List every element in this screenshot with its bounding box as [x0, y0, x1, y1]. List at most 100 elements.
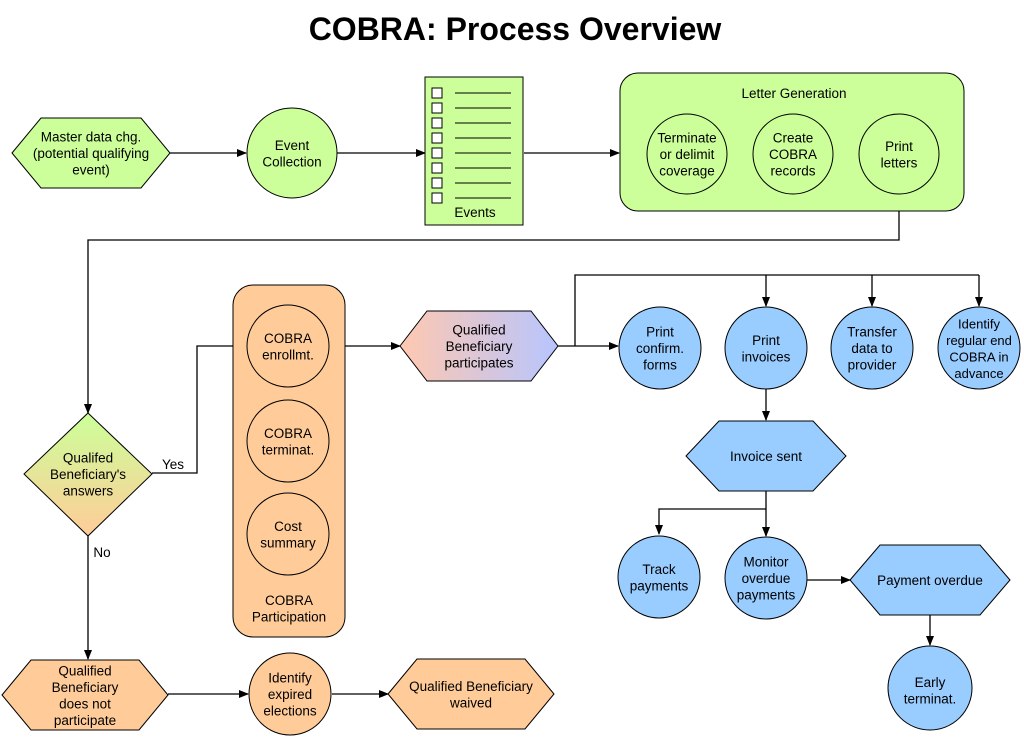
label-line: Terminate: [657, 131, 716, 146]
edge-branch-top: [574, 274, 979, 346]
label-line: letters: [881, 155, 918, 170]
page-title: COBRA: Process Overview: [309, 11, 722, 47]
label-line: elections: [263, 704, 317, 719]
label-line: payments: [737, 588, 796, 603]
label-line: Print: [885, 139, 913, 154]
label-line: Print: [646, 325, 674, 340]
label-line: Qualified Beneficiary: [409, 679, 533, 694]
label-line: Early: [915, 675, 946, 690]
label-line: (potential qualifying: [33, 146, 149, 161]
checkbox-icon: [431, 117, 443, 129]
yes-label: Yes: [162, 457, 184, 472]
cobra-enrollment-node: [246, 304, 330, 388]
cost-summary-node: [246, 492, 330, 576]
label-line: COBRA in: [949, 349, 1008, 364]
identify-expired-node: [248, 652, 332, 736]
label-line: Qualified: [452, 323, 505, 338]
label-line: participates: [444, 356, 513, 371]
track-payments-node: [617, 535, 701, 619]
checkbox-icon: [431, 177, 443, 189]
print-invoices-node: [724, 306, 808, 390]
label-line: data to: [851, 341, 892, 356]
label-line: does not: [59, 696, 111, 711]
label-line: Identify: [958, 316, 1000, 331]
label-line: answers: [63, 484, 114, 499]
checkbox-icon: [431, 132, 443, 144]
cobra-termination-node: [246, 399, 330, 483]
label-line: Participation: [252, 609, 326, 624]
label-line: overdue: [742, 571, 791, 586]
events-doc-label: Events: [454, 205, 496, 220]
label-line: participate: [54, 713, 116, 728]
print-confirm-node: [618, 306, 702, 390]
label-line: regular end: [946, 333, 1012, 348]
label-line: enrollmt.: [262, 347, 314, 362]
label-line: terminat.: [904, 691, 957, 706]
label-line: advance: [954, 366, 1003, 381]
checkbox-icon: [431, 147, 443, 159]
checkbox-icon: [431, 192, 443, 204]
label-line: waived: [449, 695, 492, 710]
transfer-data-node: [830, 306, 914, 390]
identify-regular-end-node: [937, 306, 1021, 390]
label-line: Qualified: [58, 663, 111, 678]
label-line: payments: [630, 578, 689, 593]
label-line: Qualifed: [63, 451, 113, 466]
label-line: terminat.: [262, 442, 315, 457]
label-line: Transfer: [847, 325, 897, 340]
label-line: confirm.: [636, 341, 684, 356]
print-letters-node: [858, 113, 940, 195]
early-termination-node: [887, 645, 973, 731]
qb-waived-hexagon: [387, 658, 555, 730]
event-collection-node: [246, 107, 338, 199]
label-line: Beneficiary: [446, 339, 513, 354]
edge-letters-to-answers: [84, 195, 900, 414]
qb-answers-diamond: [23, 412, 153, 537]
label-line: Beneficiary's: [50, 467, 126, 482]
label-line: or delimit: [660, 147, 715, 162]
letter-generation-label: Letter Generation: [741, 86, 846, 101]
edges: [84, 149, 983, 698]
label-line: provider: [848, 358, 897, 373]
monitor-overdue-node: [724, 536, 808, 620]
label-line: Print: [752, 333, 780, 348]
edge-sent-to-track: [655, 508, 766, 535]
events-document: Events: [424, 76, 524, 226]
label-line: summary: [260, 535, 316, 550]
checkbox-icon: [431, 102, 443, 114]
payment-overdue-hexagon: [849, 544, 1011, 616]
label-line: Collection: [262, 154, 321, 169]
invoice-sent-label: Invoice sent: [730, 449, 802, 464]
label-line: records: [770, 164, 815, 179]
label-line: Event: [275, 138, 310, 153]
checkbox-icon: [431, 87, 443, 99]
label-line: invoices: [742, 349, 791, 364]
events-checklist: [431, 87, 511, 204]
label-line: COBRA: [264, 426, 312, 441]
qb-participates-hexagon: [399, 310, 559, 382]
create-records-node: [752, 113, 834, 195]
terminate-coverage-node: [646, 113, 728, 195]
master-data-hexagon: [11, 117, 171, 189]
label-line: Track: [642, 562, 675, 577]
label-line: coverage: [659, 164, 715, 179]
label-line: COBRA: [265, 593, 313, 608]
label-line: Identify: [268, 671, 312, 686]
label-line: Create: [773, 131, 814, 146]
